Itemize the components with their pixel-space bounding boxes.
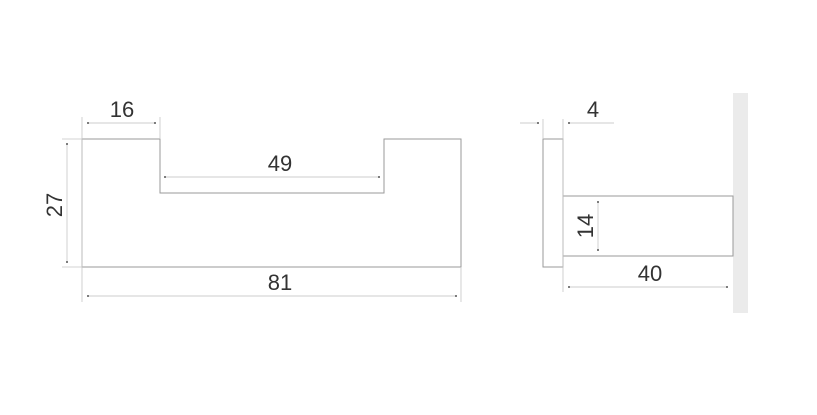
dimension-40: 40 [568, 261, 728, 288]
dimension-label: 81 [268, 270, 292, 295]
dimension-label: 16 [110, 97, 134, 122]
dimension-81: 81 [87, 270, 457, 297]
wall [733, 93, 748, 313]
side-view: 4 14 40 [520, 93, 748, 313]
dimension-label: 49 [268, 151, 292, 176]
dimension-49: 49 [164, 151, 380, 178]
dimension-4: 4 [520, 97, 614, 124]
dimension-27: 27 [42, 143, 68, 263]
dimension-label: 40 [638, 261, 662, 286]
front-view: 16 49 27 81 [42, 97, 462, 302]
dimension-14: 14 [573, 201, 599, 251]
hook-plate [542, 138, 564, 268]
dimension-label: 14 [573, 214, 598, 238]
dimension-16: 16 [87, 97, 156, 124]
hook-front-outline [81, 138, 462, 268]
dimension-label: 4 [587, 97, 599, 122]
dimension-label: 27 [42, 193, 67, 217]
